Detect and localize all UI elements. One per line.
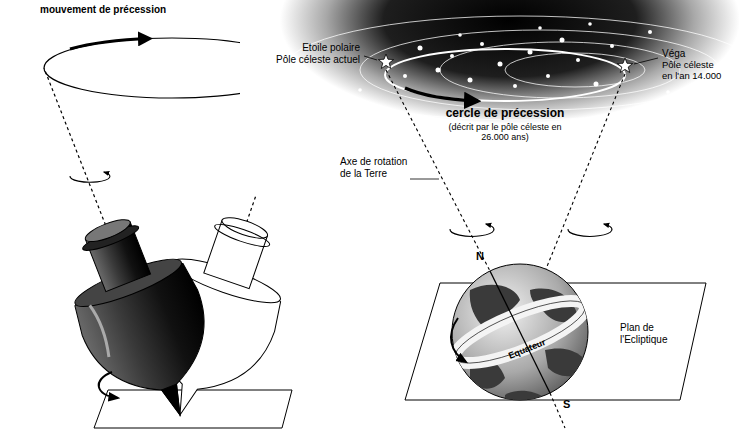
equator-label: Equateur [507,337,547,361]
circle-name: cercle de précession [446,107,565,121]
plane-label: Plan de l'Ecliptique [620,322,682,345]
star-note: Pôle céleste en l'an 14.000 [662,60,724,82]
precession-caption: mouvement de précession [40,4,166,16]
axis-label: Axe de rotation de la Terre [340,156,416,179]
pole-letter: S [563,398,570,411]
star-note: Pôle céleste actuel [276,54,360,66]
star-name: Etoile polaire [302,42,360,54]
circle-note: (décrit par le pôle céleste en 26.000 an… [438,122,573,143]
star-name: Véga [662,48,685,60]
pole-letter: N [476,250,484,263]
